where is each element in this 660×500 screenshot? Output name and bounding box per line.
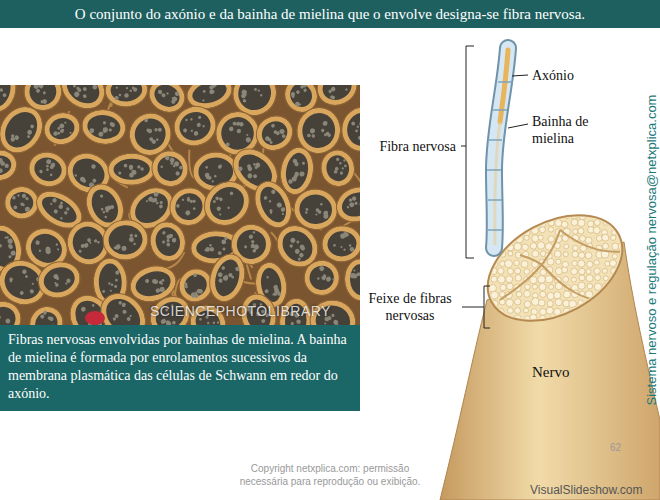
watermark: SCIENCEPHOTOLIBRARY: [150, 303, 331, 319]
brackets: [461, 46, 528, 328]
watermark: VisualSlideshow.com: [530, 483, 643, 497]
side-note: Sistema nervoso e regulação nervosa@netx…: [644, 95, 659, 406]
part-label: Nervo: [532, 364, 570, 381]
part-label: Bainha de mielina: [532, 113, 612, 147]
nerve-drawing: [440, 194, 660, 500]
part-label: Feixe de fibras nervosas: [362, 290, 458, 324]
nerve-fiber: [487, 48, 513, 248]
part-label: Fibra nervosa: [362, 138, 456, 155]
slide-number: 62: [610, 442, 621, 453]
part-label: Axónio: [532, 67, 574, 84]
micrograph: [0, 85, 360, 325]
slide-title: O conjunto do axónio e da bainha de miel…: [0, 0, 660, 28]
photo-caption: Fibras nervosas envolvidas por bainhas d…: [0, 325, 360, 411]
copyright-note: Copyright netxplica.com: permissão neces…: [230, 462, 430, 488]
